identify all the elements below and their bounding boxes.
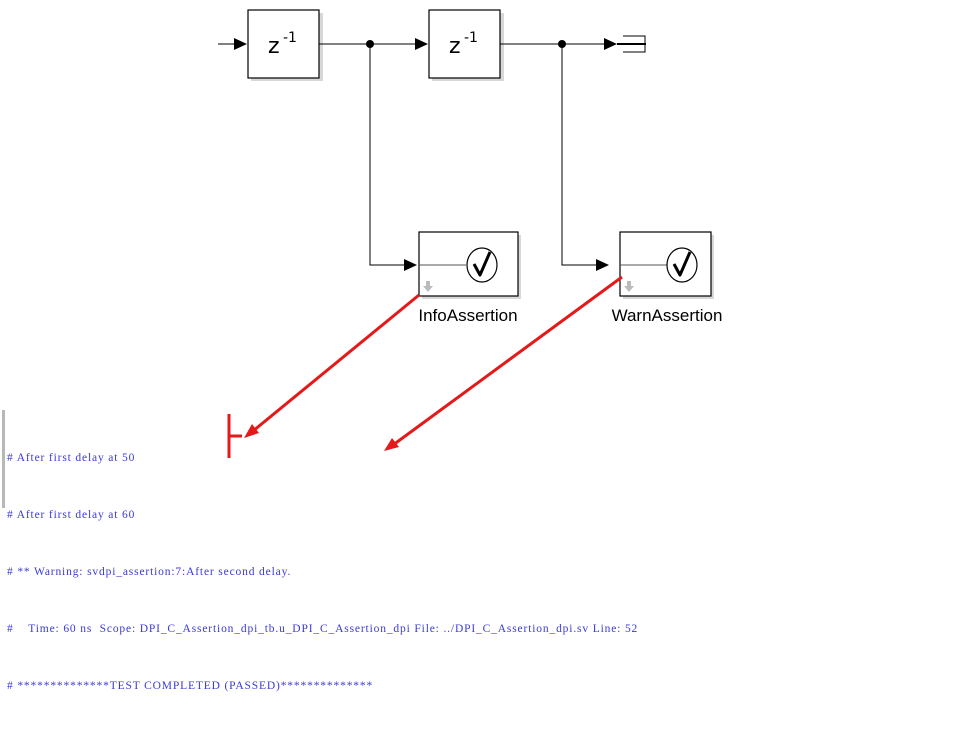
down-arrow-icon (624, 281, 634, 292)
delay2-input-arrow-icon (415, 38, 428, 50)
info-input-arrow-icon (404, 259, 417, 271)
info-assertion-label: InfoAssertion (418, 306, 517, 325)
delay-1-label: z (268, 34, 280, 59)
console-line: # After first delay at 60 (7, 509, 136, 521)
terminator-icon[interactable] (617, 35, 646, 53)
terminator-input-arrow-icon (604, 38, 617, 50)
info-assertion-block[interactable]: InfoAssertion (418, 231, 521, 325)
console-left-border (2, 410, 5, 508)
simulink-diagram: z -1 z -1 InfoAssertion (218, 9, 723, 458)
warn-assertion-label: WarnAssertion (612, 306, 723, 325)
console-line: # **************TEST COMPLETED (PASSED)*… (7, 680, 374, 692)
annotation-arrow-warn (384, 275, 623, 451)
console-output: # After first delay at 50 # After first … (7, 411, 638, 734)
unit-delay-block-2[interactable]: z -1 (428, 9, 504, 81)
annotation-bracket (227, 414, 242, 458)
input-port-arrow-icon (234, 38, 247, 50)
unit-delay-block-1[interactable]: z -1 (247, 9, 323, 81)
warn-assertion-block[interactable]: WarnAssertion (612, 231, 723, 325)
delay-2-label: z (449, 34, 461, 59)
simulator-console: # After first delay at 50 # After first … (0, 410, 959, 692)
wire-to-warn-assertion (561, 44, 600, 266)
check-circle-icon (666, 247, 698, 283)
down-arrow-icon (423, 281, 433, 292)
console-line: # Time: 60 ns Scope: DPI_C_Assertion_dpi… (7, 623, 639, 635)
console-line: # ** Warning: svdpi_assertion:7:After se… (7, 566, 292, 578)
warn-input-arrow-icon (596, 259, 609, 271)
delay-2-superscript: -1 (464, 30, 478, 46)
annotation-arrow-info (244, 293, 420, 438)
check-circle-icon (466, 247, 498, 283)
console-line: # After first delay at 50 (7, 452, 136, 464)
delay-1-superscript: -1 (283, 30, 297, 46)
wire-to-info-assertion (369, 44, 408, 266)
